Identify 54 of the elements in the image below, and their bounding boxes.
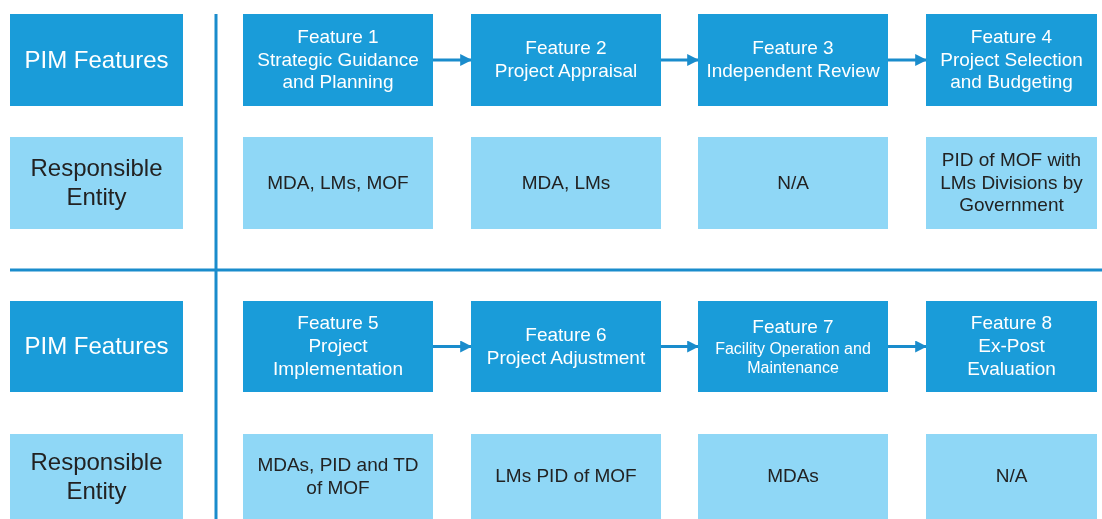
entity-box — [698, 137, 888, 229]
entity-text: LMs PID of MOF — [495, 465, 637, 488]
feature-box — [471, 14, 661, 106]
feature-box — [243, 14, 433, 106]
feature-box — [243, 301, 433, 392]
feature-title: Feature 3 — [752, 37, 834, 60]
entity-box — [471, 137, 661, 229]
row-header: PIM Features — [24, 45, 169, 75]
row-header: Responsible Entity — [29, 447, 164, 506]
entity-text: MDAs, PID and TD of MOF — [256, 453, 420, 500]
feature-title: Feature 4 — [970, 25, 1053, 49]
row-header-box — [10, 137, 183, 229]
feature-description: Project Adjustment — [486, 346, 646, 370]
entity-text: MDA, LMs, MOF — [267, 171, 409, 195]
entity-text: MDA, LMs — [521, 171, 611, 195]
feature-title: Feature 7 — [752, 315, 834, 339]
feature-box — [698, 14, 888, 106]
arrow — [433, 54, 473, 66]
entity-box — [926, 434, 1097, 519]
row-header-box — [10, 434, 183, 519]
arrow — [433, 340, 473, 353]
row-header: Responsible Entity — [29, 154, 164, 212]
feature-title: Feature 1 — [297, 25, 379, 49]
feature-title: Feature 6 — [525, 323, 607, 347]
feature-box — [471, 301, 661, 392]
feature-description: Strategic Guidance and Planning — [256, 48, 420, 95]
row-header: PIM Features — [24, 332, 169, 361]
entity-text: N/A — [777, 171, 809, 195]
arrow — [888, 54, 928, 66]
row-header-box — [10, 301, 183, 392]
entity-box — [243, 434, 433, 519]
entity-text: N/A — [995, 465, 1028, 488]
feature-box — [926, 14, 1097, 106]
feature-box — [698, 301, 888, 392]
entity-text: MDAs — [767, 465, 819, 488]
arrow — [661, 54, 700, 66]
row-header-box — [10, 14, 183, 106]
arrow — [661, 340, 700, 353]
feature-description: Project Implementation — [272, 335, 404, 381]
feature-title: Feature 8 — [970, 312, 1053, 336]
feature-title: Feature 5 — [297, 312, 379, 336]
feature-description: Project Selection and Budgeting — [939, 48, 1084, 95]
entity-box — [243, 137, 433, 229]
entity-text: PID of MOF with LMs Divisions by Government — [939, 148, 1084, 218]
feature-title: Feature 2 — [525, 37, 607, 60]
feature-box — [926, 301, 1097, 392]
arrow — [888, 340, 928, 353]
feature-description: Project Appraisal — [494, 60, 638, 83]
feature-description: Facility Operation and Maintenance — [714, 338, 872, 378]
entity-box — [471, 434, 661, 519]
entity-box — [926, 137, 1097, 229]
entity-box — [698, 434, 888, 519]
feature-description: Ex-Post Evaluation — [966, 335, 1057, 381]
feature-description: Independent Review — [706, 60, 880, 83]
